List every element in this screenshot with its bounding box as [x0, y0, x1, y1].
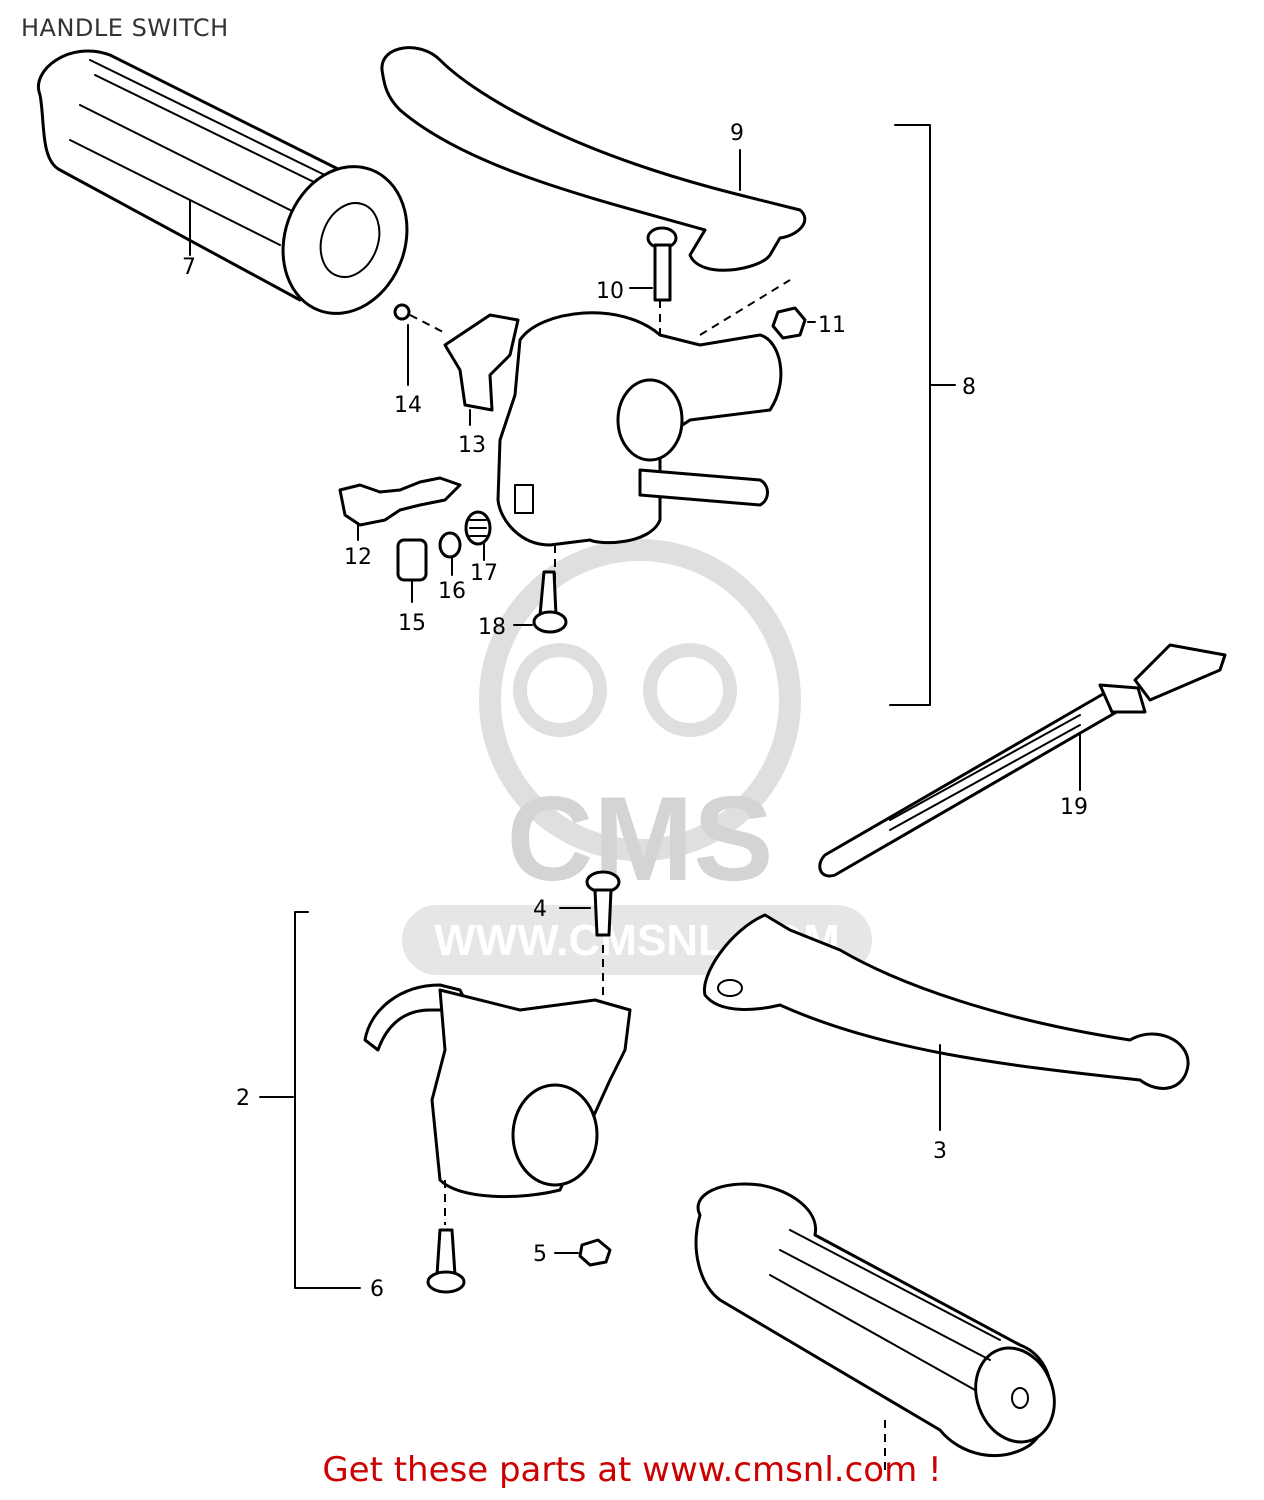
callouts: 7 9 10 11 8 14 13 12 17 16 15 18 19 4 2 … [182, 121, 1088, 1302]
watermark-brand: CMS [507, 772, 774, 906]
callout-11: 11 [818, 313, 846, 338]
callout-14: 14 [394, 393, 422, 418]
callout-19: 19 [1060, 795, 1088, 820]
nut-5[interactable] [554, 1238, 612, 1267]
callout-9: 9 [730, 121, 744, 146]
callout-6: 6 [370, 1277, 384, 1302]
callout-3: 3 [933, 1139, 947, 1164]
bracket-8 [889, 124, 956, 706]
callout-10: 10 [596, 279, 624, 304]
spring-17[interactable] [464, 510, 492, 561]
callout-13: 13 [458, 433, 486, 458]
callout-2: 2 [236, 1086, 250, 1111]
lever-upper[interactable] [380, 46, 807, 272]
cap-15[interactable] [396, 538, 428, 603]
callout-18: 18 [478, 615, 506, 640]
watermark: CMS WWW.CMSNL.COM [402, 539, 872, 975]
bracket-2 [259, 911, 361, 1289]
screw-6[interactable] [426, 1228, 466, 1294]
callout-16: 16 [438, 579, 466, 604]
nut-11[interactable] [771, 306, 816, 340]
contact-plate-12[interactable] [338, 476, 462, 541]
switch-housing-upper[interactable] [496, 279, 791, 580]
footer-link[interactable]: Get these parts at www.cmsnl.com ! [322, 1450, 942, 1490]
grip-right[interactable] [694, 1182, 1067, 1470]
switch-knob-13[interactable] [443, 313, 520, 426]
callout-4: 4 [533, 897, 547, 922]
grip-left[interactable] [36, 49, 427, 331]
switch-housing-lower[interactable] [363, 983, 632, 1225]
ball-16[interactable] [438, 531, 462, 576]
screw-18[interactable] [513, 570, 568, 634]
cable-tie-19[interactable] [818, 643, 1227, 878]
callout-8: 8 [962, 375, 976, 400]
callout-5: 5 [533, 1242, 547, 1267]
screw-14[interactable] [393, 303, 446, 386]
screw-10[interactable] [629, 226, 678, 302]
page-title: HANDLE SWITCH [21, 14, 229, 42]
screw-4[interactable] [559, 870, 621, 1045]
callout-17: 17 [470, 561, 498, 586]
lever-lower[interactable] [702, 913, 1190, 1131]
callout-7: 7 [182, 255, 196, 280]
callout-15: 15 [398, 611, 426, 636]
callout-12: 12 [344, 545, 372, 570]
